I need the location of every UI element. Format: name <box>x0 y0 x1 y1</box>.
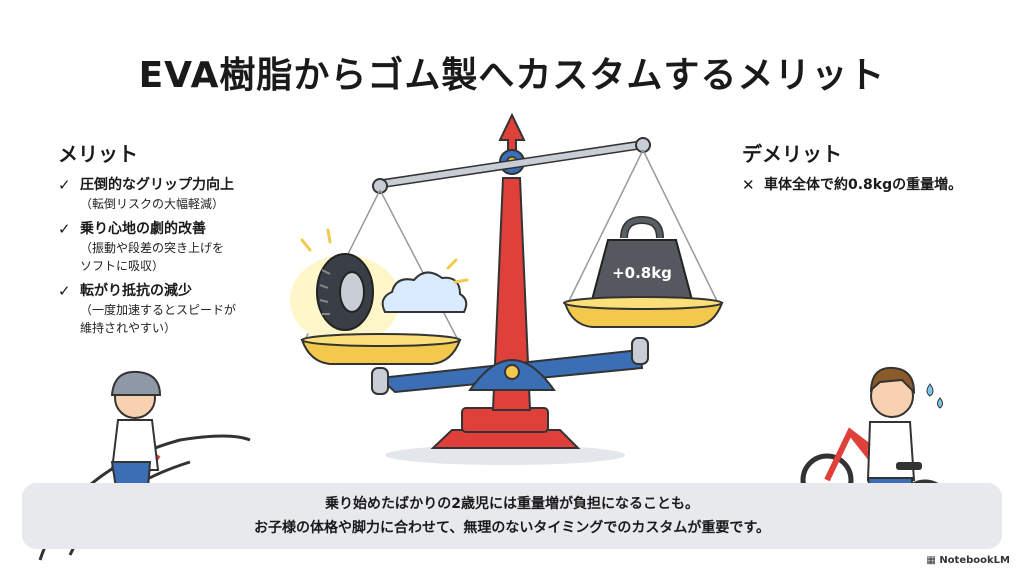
note-line-2: お子様の体格や脚力に合わせて、無理のないタイミングでのカスタムが重要です。 <box>254 520 770 536</box>
demerit-text: 車体全体で約0.8kgの重量増。 <box>764 177 963 193</box>
merit-detail: ソフトに吸収） <box>80 259 165 273</box>
check-icon: ✓ <box>58 282 71 300</box>
scale-lower-beam <box>371 337 649 395</box>
left-pan <box>300 333 462 365</box>
merit-text: 転がり抵抗の減少 <box>80 283 192 299</box>
scale-top-beam <box>372 137 651 194</box>
merits-section: メリット ✓ 圧倒的なグリップ力向上 （転倒リスクの大幅軽減） ✓ 乗り心地の劇… <box>58 138 318 343</box>
cross-icon: ✕ <box>742 176 755 194</box>
merit-item: ✓ 転がり抵抗の減少 （一度加速するとスピードが 維持されやすい） <box>58 281 318 337</box>
merit-text: 乗り心地の劇的改善 <box>80 221 206 237</box>
caution-note: 乗り始めたばかりの2歳児には重量増が負担になることも。 お子様の体格や脚力に合わ… <box>22 483 1002 549</box>
page-title: EVA樹脂からゴム製へカスタムするメリット <box>138 55 886 96</box>
demerits-heading: デメリット <box>742 142 842 166</box>
cloud-icon <box>381 271 468 313</box>
merits-heading: メリット <box>58 142 138 166</box>
right-pan <box>563 296 724 328</box>
merit-detail: （一度加速するとスピードが <box>80 303 237 317</box>
notebook-icon: ▦ <box>926 555 936 566</box>
happy-child-on-balance-bike <box>79 370 197 540</box>
weight-icon <box>590 215 694 301</box>
check-icon: ✓ <box>58 176 71 194</box>
weight-label: +0.8kg <box>612 264 672 282</box>
scale-base <box>430 407 581 449</box>
demerits-section: デメリット ✕ 車体全体で約0.8kgの重量増。 <box>742 138 1012 201</box>
merit-detail: 維持されやすい） <box>80 321 177 335</box>
note-line-1: 乗り始めたばかりの2歳児には重量増が負担になることも。 <box>324 496 700 512</box>
demerit-item: ✕ 車体全体で約0.8kgの重量増。 <box>742 175 1012 195</box>
merit-text: 圧倒的なグリップ力向上 <box>80 177 234 193</box>
tire-icon <box>316 253 374 331</box>
merit-detail: （転倒リスクの大幅軽減） <box>80 197 225 211</box>
merit-item: ✓ 乗り心地の劇的改善 （振動や段差の突き上げを ソフトに吸収） <box>58 219 318 275</box>
merit-item: ✓ 圧倒的なグリップ力向上 （転倒リスクの大幅軽減） <box>58 175 318 213</box>
brand-label: ▦ NotebookLM <box>926 555 1010 566</box>
check-icon: ✓ <box>58 220 71 238</box>
merit-detail: （振動や段差の突き上げを <box>80 241 225 255</box>
brand-text: NotebookLM <box>939 555 1010 566</box>
